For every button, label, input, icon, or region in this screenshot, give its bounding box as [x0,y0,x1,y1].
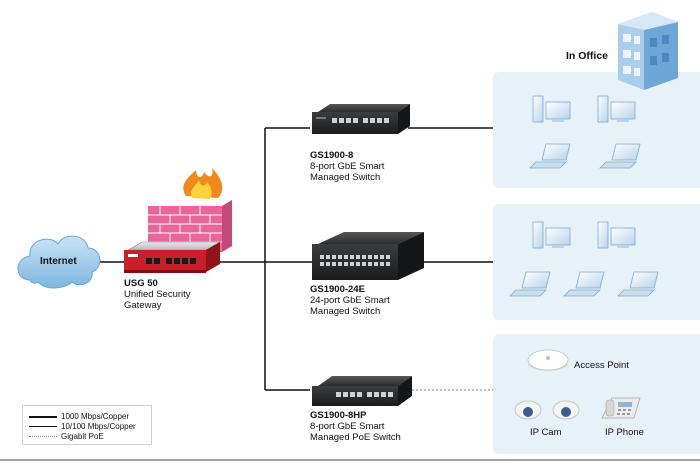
ip-phone-icon [601,397,641,419]
desktop-pc-icon [532,221,571,249]
connection-lines [92,127,493,391]
switch-1-name: GS1900-8 [310,150,354,161]
usg-gateway-icon [124,241,222,273]
legend-label: 10/100 Mbps/Copper [61,422,136,431]
switch-1-label: GS1900-8 8-port GbE Smart Managed Switch [310,150,384,183]
legend-label: 1000 Mbps/Copper [61,412,130,421]
switch-3-desc-2: Managed PoE Switch [310,432,401,443]
legend-swatch-solid-thin [29,426,57,428]
laptop-icon [563,271,605,297]
legend-item-fast-copper: 10/100 Mbps/Copper [29,422,136,431]
laptop-icon [599,143,641,169]
gateway-desc-2: Gateway [124,300,162,311]
firewall-icon [148,168,232,252]
switch-3-name: GS1900-8HP [310,410,367,421]
access-point-icon [527,349,569,371]
legend: 1000 Mbps/Copper 10/100 Mbps/Copper Giga… [22,405,152,445]
desktop-pc-icon [532,95,571,123]
switch-gs1900-24e-icon [312,232,424,280]
legend-swatch-dotted [29,436,57,438]
access-point-label: Access Point [574,360,629,371]
switch-1-desc-1: 8-port GbE Smart [310,161,385,172]
office-panel-3 [493,334,700,454]
gateway-desc-1: Unified Security [124,289,191,300]
desktop-pc-icon [597,221,636,249]
office-panel-2 [493,204,700,320]
ip-cam-icon [514,400,580,420]
switch-2-desc-2: Managed Switch [310,306,381,317]
legend-item-gigabit-poe: Gigabit PoE [29,432,104,441]
switch-2-name: GS1900-24E [310,284,365,295]
gateway-name: USG 50 [124,278,158,289]
office-building-icon [618,12,678,90]
laptop-icon [617,271,659,297]
switch-gs1900-8-icon [312,104,410,134]
switch-2-desc-1: 24-port GbE Smart [310,295,390,306]
legend-swatch-solid-thick [29,415,57,418]
gateway-label: USG 50 Unified Security Gateway [124,278,191,311]
ip-phone-label: IP Phone [605,427,644,438]
switch-3-label: GS1900-8HP 8-port GbE Smart Managed PoE … [310,410,401,443]
laptop-icon [509,271,551,297]
ip-cam-label: IP Cam [530,427,562,438]
desktop-pc-icon [597,95,636,123]
laptop-icon [529,143,571,169]
legend-label: Gigabit PoE [61,432,104,441]
office-panel-1 [493,72,700,188]
internet-cloud-icon [17,235,101,289]
switch-3-desc-1: 8-port GbE Smart [310,421,385,432]
legend-item-gigabit-copper: 1000 Mbps/Copper [29,412,129,421]
switch-2-label: GS1900-24E 24-port GbE Smart Managed Swi… [310,284,390,317]
office-label: In Office [566,50,609,62]
internet-label: Internet [40,256,77,267]
switch-1-desc-2: Managed Switch [310,172,381,183]
switch-gs1900-8hp-icon [312,376,412,406]
